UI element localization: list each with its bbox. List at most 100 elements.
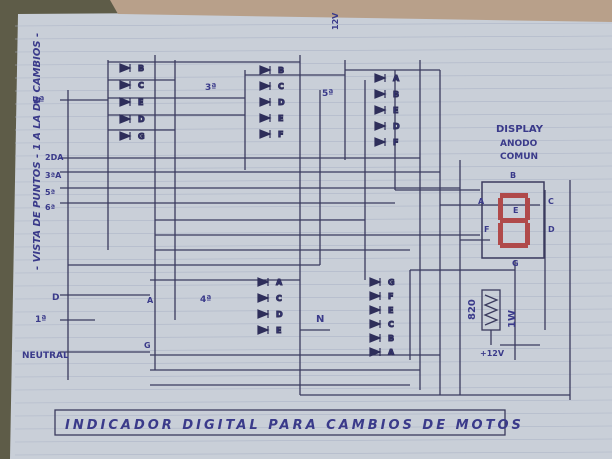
diode-label: A bbox=[393, 74, 400, 83]
gear-3-label: 3ª bbox=[205, 83, 216, 93]
seg-e-label: E bbox=[513, 206, 518, 215]
input-2-label: 2DA bbox=[45, 153, 64, 162]
diode-label: E bbox=[388, 306, 393, 315]
diode-icon bbox=[374, 105, 387, 115]
grid-line bbox=[14, 87, 612, 92]
diode-icon bbox=[369, 319, 382, 329]
grid-line bbox=[14, 438, 612, 443]
diode-icon bbox=[257, 277, 270, 287]
grid-line bbox=[14, 308, 612, 313]
side-note: - VISTA DE PUNTOS - 1 A LA DE CAMBIOS - bbox=[32, 33, 43, 270]
grid-line bbox=[14, 152, 612, 157]
diode-icon bbox=[374, 121, 387, 131]
resistor-watt: 1W bbox=[507, 310, 518, 328]
diode-label: G bbox=[138, 132, 145, 141]
diode-icon bbox=[374, 89, 387, 99]
grid-line bbox=[14, 295, 612, 300]
diode-icon bbox=[257, 325, 270, 335]
diode-label: E bbox=[393, 106, 398, 115]
grid-line bbox=[14, 386, 612, 391]
diode-label: C bbox=[276, 294, 282, 303]
diode-label: C bbox=[388, 320, 394, 329]
diode-label: B bbox=[393, 90, 399, 99]
diode-label: B bbox=[278, 66, 284, 75]
wires bbox=[60, 55, 571, 400]
grid-line bbox=[14, 100, 612, 105]
grid-line bbox=[14, 399, 612, 404]
diode-icon bbox=[374, 73, 387, 83]
diode-icon bbox=[119, 63, 132, 73]
diode-label: A bbox=[388, 348, 395, 357]
diode-icon bbox=[369, 277, 382, 287]
display-sub1: ANODO bbox=[500, 139, 538, 149]
first-gear-label: 1ª bbox=[35, 315, 46, 325]
diode-icon bbox=[119, 97, 132, 107]
seg-d-label: D bbox=[548, 225, 555, 234]
neutral-label: NEUTRAL bbox=[22, 351, 69, 361]
gear-4-label: 4ª bbox=[200, 295, 211, 305]
diode-label: F bbox=[393, 138, 398, 147]
grid-line bbox=[14, 165, 612, 170]
diagram-title: INDICADOR DIGITAL PARA CAMBIOS DE MOTOS bbox=[65, 418, 524, 433]
grid-line bbox=[14, 178, 612, 183]
input-3-label: 3ªA bbox=[45, 171, 62, 180]
diode-label: E bbox=[278, 114, 283, 123]
grid-line bbox=[14, 347, 612, 352]
diode-label: B bbox=[388, 334, 394, 343]
diode-icon bbox=[369, 305, 382, 315]
resistor-value: 820 bbox=[467, 299, 478, 320]
grid-lines bbox=[14, 22, 612, 456]
ruler bbox=[110, 0, 612, 22]
grid-line bbox=[14, 412, 612, 417]
input-6-label: 6ª bbox=[45, 203, 55, 212]
seven-segment-display bbox=[481, 181, 545, 259]
display-sub2: COMUN bbox=[500, 152, 538, 162]
grid-line bbox=[14, 139, 612, 144]
diode-label: B bbox=[138, 64, 144, 73]
diode-icon bbox=[119, 131, 132, 141]
seg-f-label: F bbox=[484, 225, 489, 234]
diode-label: F bbox=[278, 130, 283, 139]
grid-line bbox=[14, 61, 612, 66]
seg-g-label: G bbox=[512, 259, 519, 268]
gear-5-label: 5ª bbox=[322, 89, 333, 99]
diode-icon bbox=[374, 137, 387, 147]
resistor bbox=[481, 289, 501, 345]
grid-line bbox=[14, 230, 612, 235]
seg-b-label: B bbox=[510, 171, 516, 180]
diode-icon bbox=[259, 81, 272, 91]
grid-line bbox=[14, 334, 612, 339]
diode-label: G bbox=[388, 278, 395, 287]
input-5-label: 5ª bbox=[45, 188, 55, 197]
title-box bbox=[54, 409, 506, 436]
node-a-label: A bbox=[147, 296, 154, 305]
diode-icon bbox=[259, 97, 272, 107]
grid-line bbox=[14, 425, 612, 430]
grid-line bbox=[14, 451, 612, 456]
seg-c-label: C bbox=[548, 197, 554, 206]
diode-icon bbox=[259, 129, 272, 139]
grid-line bbox=[14, 35, 612, 40]
grid-line bbox=[14, 74, 612, 79]
diode-label: E bbox=[276, 326, 281, 335]
n-label: N bbox=[316, 314, 324, 325]
grid-line bbox=[14, 22, 612, 27]
diode-label: E bbox=[138, 98, 143, 107]
diode-label: D bbox=[138, 115, 145, 124]
diode-label: D bbox=[393, 122, 400, 131]
grid-line bbox=[14, 113, 612, 118]
diode-icon bbox=[369, 291, 382, 301]
input-d-label: D bbox=[52, 293, 59, 303]
node-g-label: G bbox=[144, 341, 151, 350]
ruler-label: 12V bbox=[331, 12, 340, 30]
diode-icon bbox=[119, 80, 132, 90]
grid-line bbox=[14, 48, 612, 53]
diode-icon bbox=[259, 65, 272, 75]
supply-label: +12V bbox=[480, 349, 505, 358]
seg-a-label: A bbox=[478, 197, 485, 206]
grid-line bbox=[14, 191, 612, 196]
gear-2-label: 2ª bbox=[33, 96, 44, 106]
diode-icon bbox=[119, 114, 132, 124]
diode-icon bbox=[369, 347, 382, 357]
